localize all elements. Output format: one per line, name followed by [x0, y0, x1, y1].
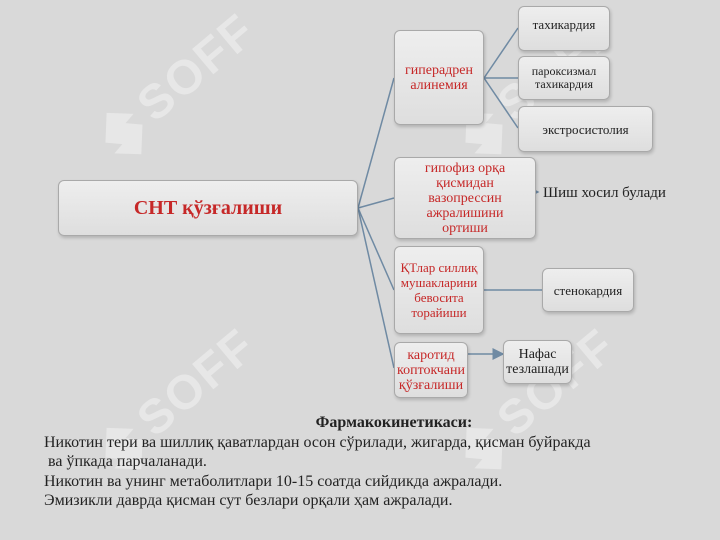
- section-title: Фармакокинетикаси:: [315, 414, 473, 431]
- edema-text: Шиш хосил булади: [543, 185, 666, 201]
- tachycardia-label: тахикардия: [532, 17, 596, 32]
- vasopressin-node: гипофиз орқа қисмидан вазопрессин ажрали…: [394, 157, 536, 239]
- text-line: Никотин тери ва шиллиқ қаватлардан осон …: [44, 433, 591, 451]
- center-node-label: СНТ қўзғалиши: [133, 196, 283, 219]
- carotid-label: каротид коптокчани қўзғалиши: [396, 347, 465, 393]
- watermark: SOFF: [79, 0, 290, 184]
- paroxysmal-node: пароксизмал тахикардия: [518, 56, 610, 100]
- smooth-muscle-label: ҚТлар силлиқ мушакларини бевосита торайи…: [400, 260, 478, 320]
- connector-center-muscle: [357, 207, 395, 291]
- vasopressin-label: гипофиз орқа қисмидан вазопрессин ажрали…: [424, 160, 506, 236]
- pharmacokinetics-text: Фармакокинетикаси: Никотин тери ва шилли…: [44, 413, 704, 511]
- breathing-node: Нафас тезлашади: [503, 340, 572, 384]
- soff-logo-icon: [105, 427, 143, 470]
- tachycardia-node: тахикардия: [518, 6, 610, 51]
- watermark: SOFF: [79, 301, 290, 499]
- paroxysmal-label: пароксизмал тахикардия: [531, 64, 597, 91]
- connector-hyper-extra: [483, 77, 519, 129]
- connector-hyper-tachy: [483, 27, 519, 79]
- connector-center-carotid: [357, 207, 395, 369]
- carotid-node: каротид коптокчани қўзғалиши: [394, 342, 468, 398]
- extrasystole-label: экстросистолия: [542, 121, 629, 137]
- hyperadrenalinemia-label: гиперадрен алинемия: [405, 62, 473, 93]
- extrasystole-node: экстросистолия: [518, 106, 653, 152]
- text-line: ва ўпкада парчаланади.: [44, 453, 207, 470]
- connector-center-vaso: [357, 197, 395, 209]
- breathing-label: Нафас тезлашади: [506, 347, 569, 377]
- hyperadrenalinemia-node: гиперадрен алинемия: [394, 30, 484, 125]
- center-node: СНТ қўзғалиши: [58, 180, 358, 236]
- smooth-muscle-node: ҚТлар силлиқ мушакларини бевосита торайи…: [394, 246, 484, 334]
- stenocardia-node: стенокардия: [542, 268, 634, 312]
- soff-logo-icon: [465, 427, 503, 470]
- watermark: SOFF: [439, 301, 650, 499]
- text-line: Никотин ва унинг метаболитлари 10-15 соа…: [44, 472, 503, 490]
- connector-center-hyper: [357, 77, 395, 209]
- stenocardia-label: стенокардия: [553, 282, 623, 298]
- text-line: Эмизикли даврда қисман сут безлари орқал…: [44, 492, 453, 509]
- soff-logo-icon: [105, 112, 143, 155]
